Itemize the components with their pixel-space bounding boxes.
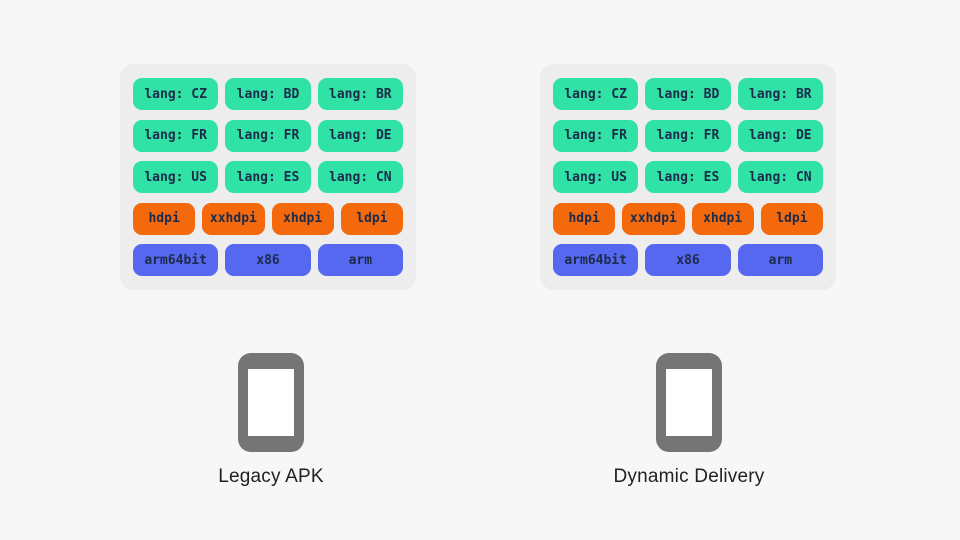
chip-lang-br: lang: BR [737, 78, 823, 110]
legacy-apk-label: Legacy APK [218, 466, 324, 487]
language-row: lang: CZ lang: BD lang: BR [133, 78, 403, 110]
dynamic-delivery-label: Dynamic Delivery [613, 466, 765, 487]
density-row: hdpi xxhdpi xhdpi ldpi [553, 202, 823, 235]
chip-lang-es: lang: ES [225, 161, 311, 193]
phone-icon [238, 353, 304, 452]
chip-lang-de: lang: DE [737, 119, 823, 152]
chip-lang-cz: lang: CZ [133, 78, 219, 110]
chip-x86: x86 [225, 244, 311, 276]
chip-xxhdpi: xxhdpi [202, 202, 265, 235]
language-row: lang: US lang: ES lang: CN [553, 161, 823, 193]
chip-ldpi: ldpi [760, 202, 823, 235]
chip-lang-cz: lang: CZ [553, 78, 639, 110]
chip-arm: arm [737, 244, 823, 276]
language-row: lang: US lang: ES lang: CN [133, 161, 403, 193]
chip-lang-cn: lang: CN [737, 161, 823, 193]
chip-lang-de: lang: DE [317, 119, 403, 152]
chip-arm64bit: arm64bit [553, 244, 639, 276]
chip-hdpi: hdpi [133, 202, 196, 235]
chip-lang-bd: lang: BD [645, 78, 731, 110]
chip-lang-es: lang: ES [645, 161, 731, 193]
language-row: lang: CZ lang: BD lang: BR [553, 78, 823, 110]
legacy-apk-panel: lang: CZ lang: BD lang: BR lang: FR lang… [120, 64, 416, 290]
chip-lang-fr: lang: FR [133, 119, 219, 152]
chip-lang-cn: lang: CN [317, 161, 403, 193]
chip-lang-fr: lang: FR [553, 119, 639, 152]
chip-arm64bit: arm64bit [133, 244, 219, 276]
chip-ldpi: ldpi [340, 202, 403, 235]
language-row: lang: FR lang: FR lang: DE [553, 119, 823, 152]
chip-hdpi: hdpi [553, 202, 616, 235]
density-row: hdpi xxhdpi xhdpi ldpi [133, 202, 403, 235]
chip-lang-fr: lang: FR [225, 119, 311, 152]
chip-x86: x86 [645, 244, 731, 276]
chip-lang-us: lang: US [553, 161, 639, 193]
chip-lang-us: lang: US [133, 161, 219, 193]
dynamic-delivery-panel: lang: CZ lang: BD lang: BR lang: FR lang… [540, 64, 836, 290]
chip-xhdpi: xhdpi [271, 202, 334, 235]
abi-row: arm64bit x86 arm [553, 244, 823, 276]
chip-arm: arm [317, 244, 403, 276]
abi-row: arm64bit x86 arm [133, 244, 403, 276]
chip-lang-br: lang: BR [317, 78, 403, 110]
chip-xxhdpi: xxhdpi [622, 202, 685, 235]
chip-lang-bd: lang: BD [225, 78, 311, 110]
language-row: lang: FR lang: FR lang: DE [133, 119, 403, 152]
phone-icon [656, 353, 722, 452]
chip-lang-fr: lang: FR [645, 119, 731, 152]
chip-xhdpi: xhdpi [691, 202, 754, 235]
